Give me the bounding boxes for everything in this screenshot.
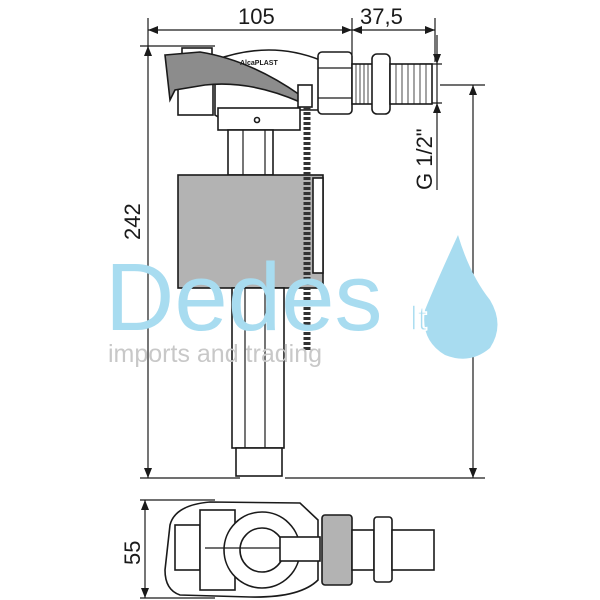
side-view: AlcaPLAST — [164, 47, 433, 477]
watermark-suffix: lt — [410, 300, 428, 338]
dim-width-outlet: 37,5 — [360, 4, 403, 29]
dim-depth: 55 — [120, 541, 145, 565]
watermark-tagline: imports and trading — [108, 340, 322, 368]
top-view — [164, 501, 435, 598]
dim-height-total: 242 — [120, 203, 145, 240]
watermark-brand: Dedes — [105, 244, 383, 351]
dim-thread: G 1/2" — [412, 128, 437, 190]
water-drop-icon — [424, 235, 498, 359]
dim-width-main: 105 — [238, 4, 275, 29]
float-box — [177, 174, 324, 289]
product-logo: AlcaPLAST — [240, 60, 278, 67]
watermark: Dedes imports and trading lt — [105, 235, 498, 368]
